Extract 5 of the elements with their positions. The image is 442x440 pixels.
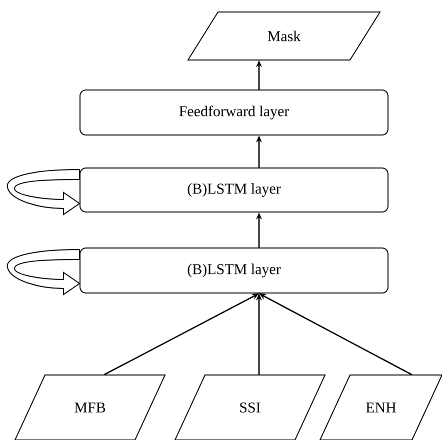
layer-box: (B)LSTM layer [80,168,388,212]
layer-box: (B)LSTM layer [80,248,388,294]
layer-box: Feedforward layer [80,90,388,136]
loop-arrow [6,249,80,295]
loop-arrow [6,169,80,215]
